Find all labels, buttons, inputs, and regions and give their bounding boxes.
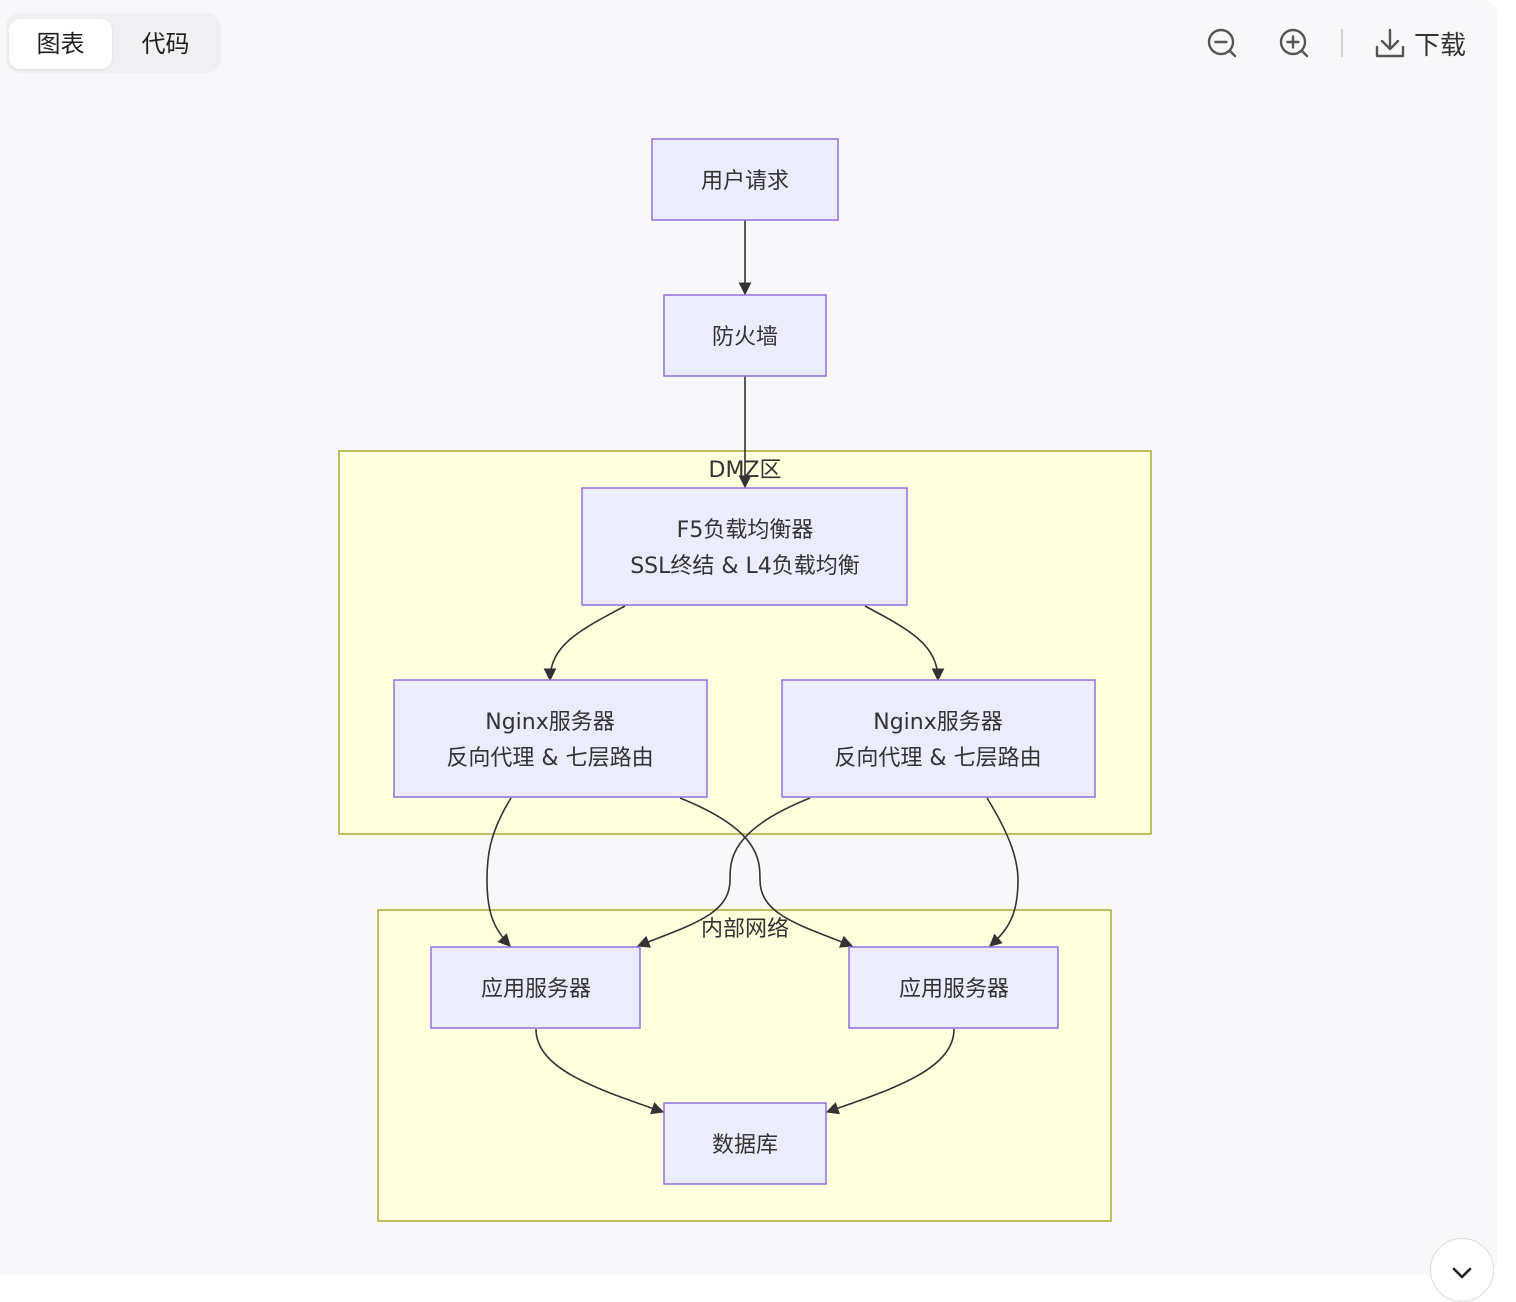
download-button[interactable]: 下载 <box>1372 23 1466 63</box>
node-nginx-server-1[interactable]: Nginx服务器 反向代理 & 七层路由 <box>393 679 708 798</box>
edge-nginx2-app2 <box>986 797 1019 947</box>
node-firewall[interactable]: 防火墙 <box>663 294 827 377</box>
zoom-out-button[interactable] <box>1203 23 1243 63</box>
flowchart: DMZ区 内部网络 用户请求 防火墙 F5负载均衡器 SSL终结 & L4负载均… <box>338 138 1152 1222</box>
edge-nginx1-app1 <box>486 797 512 947</box>
edge-nginx2-app1 <box>636 797 811 948</box>
edge-nginx1-app2 <box>679 797 854 948</box>
view-tabs: 图表 代码 <box>6 13 221 73</box>
zoom-in-button[interactable] <box>1275 23 1315 63</box>
edges <box>486 220 1019 1115</box>
edge-app1-db <box>535 1028 665 1115</box>
zoom-in-icon <box>1279 28 1309 58</box>
node-user-request-label: 用户请求 <box>701 169 789 194</box>
node-app1-label: 应用服务器 <box>481 977 591 1002</box>
node-app2-label: 应用服务器 <box>899 977 1009 1002</box>
node-f5-load-balancer[interactable]: F5负载均衡器 SSL终结 & L4负载均衡 <box>581 487 908 606</box>
node-nginx-server-2[interactable]: Nginx服务器 反向代理 & 七层路由 <box>781 679 1096 798</box>
toolbar-divider <box>1341 29 1343 57</box>
node-nginx1-label-line1: Nginx服务器 <box>485 710 615 735</box>
node-database-label: 数据库 <box>712 1133 778 1158</box>
edge-app2-db <box>825 1028 955 1115</box>
node-f5-label-line1: F5负载均衡器 <box>677 518 814 543</box>
download-label: 下载 <box>1414 30 1467 61</box>
scroll-down-button[interactable] <box>1430 1238 1494 1302</box>
node-app-server-1[interactable]: 应用服务器 <box>430 946 641 1029</box>
edge-f5-nginx2 <box>864 605 945 682</box>
edge-f5-nginx1 <box>543 605 626 682</box>
node-f5-label-line2: SSL终结 & L4负载均衡 <box>630 554 860 579</box>
zoom-out-icon <box>1207 28 1237 58</box>
download-icon <box>1375 28 1405 58</box>
cluster-internal-label: 内部网络 <box>701 917 789 942</box>
node-database[interactable]: 数据库 <box>663 1102 827 1185</box>
tab-code[interactable]: 代码 <box>141 30 190 58</box>
chevron-down-icon <box>1452 1267 1472 1279</box>
node-app-server-2[interactable]: 应用服务器 <box>848 946 1059 1029</box>
node-nginx1-label-line2: 反向代理 & 七层路由 <box>446 746 653 771</box>
tab-chart[interactable]: 图表 <box>9 19 112 69</box>
node-user-request[interactable]: 用户请求 <box>651 138 839 221</box>
node-nginx2-label-line1: Nginx服务器 <box>873 710 1003 735</box>
node-firewall-label: 防火墙 <box>712 325 778 350</box>
node-nginx2-label-line2: 反向代理 & 七层路由 <box>834 746 1041 771</box>
